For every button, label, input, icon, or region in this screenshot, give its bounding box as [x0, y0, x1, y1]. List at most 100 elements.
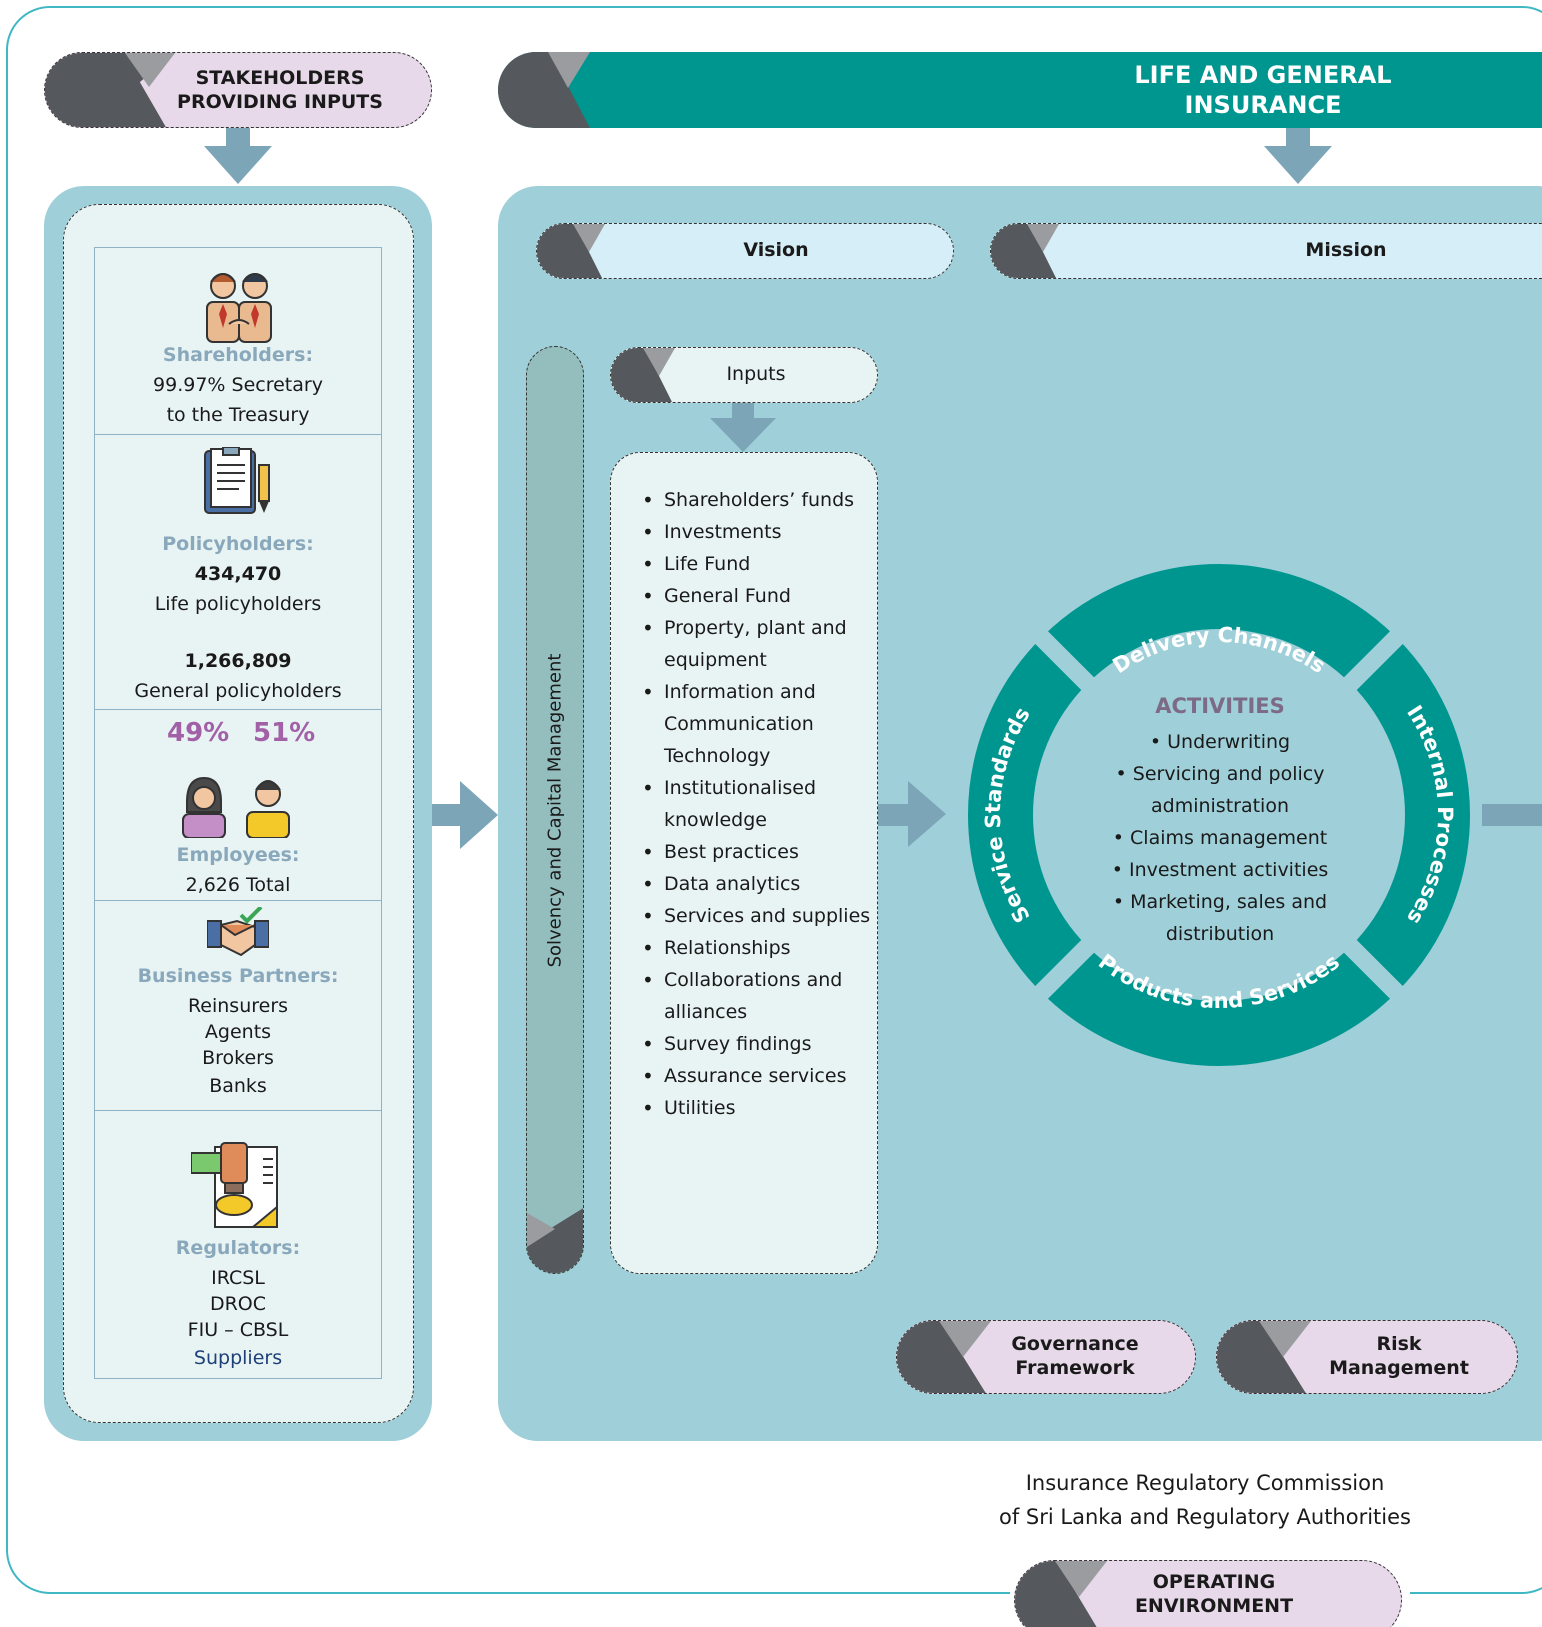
activity-item: • Claims management — [1112, 827, 1328, 849]
input-item: Best practices — [640, 836, 872, 868]
activity-item: • Investment activities — [1111, 859, 1329, 881]
female-employee-icon — [182, 776, 226, 838]
general-policyholders-count: 1,266,809 — [184, 650, 292, 672]
activities-title: ACTIVITIES — [1155, 694, 1285, 718]
policy-document-icon — [204, 447, 270, 514]
arrow-shaft — [432, 804, 462, 826]
input-item: Information and Communication Technology — [640, 676, 872, 772]
shareholders-line2: to the Treasury — [166, 404, 310, 426]
inputs-pill: Inputs — [610, 347, 878, 403]
female-percentage: 49% — [167, 718, 230, 748]
stakeholders-header-line2: PROVIDING INPUTS — [177, 91, 383, 113]
governance-line1: Governance — [1011, 1333, 1139, 1356]
input-item: Shareholders’ funds — [640, 484, 872, 516]
mission-pill: Mission — [990, 223, 1542, 279]
governance-text: Governance Framework — [975, 1321, 1175, 1393]
shareholders-title: Shareholders: — [162, 344, 314, 366]
regulator-text-line2: of Sri Lanka and Regulatory Authorities — [999, 1505, 1411, 1529]
employees-title: Employees: — [176, 844, 300, 866]
arrow-shaft — [732, 403, 754, 419]
employees-cell: 49% 51% Employees: 2,626 Total — [95, 710, 381, 901]
inputs-list: Shareholders’ funds Investments Life Fun… — [640, 484, 872, 1124]
input-item: Utilities — [640, 1092, 872, 1124]
input-item: Services and supplies — [640, 900, 872, 932]
risk-text: Risk Management — [1301, 1321, 1497, 1393]
suppliers-label: Suppliers — [193, 1347, 283, 1369]
partner-banks: Banks — [209, 1075, 267, 1097]
stakeholders-table: Shareholders: 99.97% Secretary to the Tr… — [94, 247, 382, 1379]
input-item: Survey findings — [640, 1028, 872, 1060]
operating-environment-label: OPERATING ENVIRONMENT — [1134, 1571, 1294, 1617]
vision-pill: Vision — [536, 223, 954, 279]
arrow-shaft — [1286, 128, 1310, 148]
input-item: Relationships — [640, 932, 872, 964]
tab-shape — [897, 1321, 991, 1393]
tab-shape — [45, 53, 175, 127]
regulator-text: Insurance Regulatory Commission of Sri L… — [950, 1466, 1460, 1534]
regulator-stamp-icon — [191, 1142, 278, 1228]
arrow-shaft — [1482, 804, 1542, 826]
solvency-label-wrap: Solvency and Capital Management — [526, 346, 584, 1274]
activity-item: administration — [1150, 795, 1289, 817]
shareholders-line1: 99.97% Secretary — [153, 374, 323, 396]
business-header-text: LIFE AND GENERAL INSURANCE — [1134, 61, 1392, 119]
activities-ring: Delivery Channels Products and Services … — [959, 555, 1479, 1075]
activity-item: • Underwriting — [1149, 731, 1291, 753]
input-item: Life Fund — [640, 548, 872, 580]
tab-shape — [537, 224, 605, 278]
partner-reinsurers: Reinsurers — [187, 995, 289, 1017]
solvency-bar — [526, 346, 584, 1274]
regulators-cell: Regulators: IRCSL DROC FIU – CBSL Suppli… — [95, 1111, 381, 1380]
stakeholders-header-line1: STAKEHOLDERS — [195, 67, 365, 90]
inputs-label: Inputs — [726, 363, 786, 386]
partner-brokers: Brokers — [202, 1047, 274, 1069]
regulators-title: Regulators: — [175, 1237, 301, 1259]
handshake-icon — [207, 907, 269, 957]
tab-shape — [1015, 1561, 1107, 1627]
partner-agents: Agents — [204, 1021, 272, 1043]
male-employee-icon — [246, 780, 290, 838]
tab-shape — [527, 1208, 583, 1273]
activities-list: • Underwriting • Servicing and policy ad… — [1100, 726, 1340, 950]
operating-environment-pill: OPERATING ENVIRONMENT — [1014, 1560, 1402, 1627]
input-item: General Fund — [640, 580, 872, 612]
shareholders-cell: Shareholders: 99.97% Secretary to the Tr… — [95, 248, 381, 435]
regulator-text-line1: Insurance Regulatory Commission — [1025, 1471, 1385, 1495]
activity-item: • Marketing, sales and — [1112, 891, 1328, 913]
regulator-ircsl: IRCSL — [211, 1267, 265, 1289]
vision-label: Vision — [743, 239, 809, 262]
right-arrow-icon — [460, 781, 498, 849]
business-partners-title: Business Partners: — [137, 965, 339, 987]
business-header: LIFE AND GENERAL INSURANCE — [498, 52, 1542, 128]
arrow-shaft — [226, 128, 250, 148]
down-arrow-icon — [204, 146, 272, 184]
risk-line2: Management — [1329, 1357, 1469, 1379]
mission-label: Mission — [1305, 239, 1387, 262]
policyholders-cell: Policyholders: 434,470 Life policyholder… — [95, 435, 381, 710]
input-item: Property, plant and equipment — [640, 612, 872, 676]
general-policyholders-label: General policyholders — [134, 680, 342, 702]
activities-ring-band — [968, 564, 1470, 1066]
input-item: Institutionalised knowledge — [640, 772, 872, 836]
risk-pill: Risk Management — [1216, 1320, 1518, 1394]
business-partners-cell: Business Partners: Reinsurers Agents Bro… — [95, 901, 381, 1111]
down-arrow-icon — [1264, 146, 1332, 184]
tab-shape — [1217, 1321, 1311, 1393]
tab-shape — [498, 52, 590, 128]
input-item: Data analytics — [640, 868, 872, 900]
regulator-fiu-cbsl: FIU – CBSL — [187, 1319, 289, 1341]
life-policyholders-count: 434,470 — [194, 563, 282, 585]
employees-total: 2,626 Total — [185, 874, 291, 896]
arrow-shaft — [878, 804, 910, 826]
life-policyholders-label: Life policyholders — [154, 593, 322, 615]
shareholders-icon — [206, 273, 272, 343]
right-arrow-icon — [908, 781, 946, 847]
governance-pill: Governance Framework — [896, 1320, 1196, 1394]
policyholders-title: Policyholders: — [162, 533, 314, 555]
outer-frame — [6, 6, 1542, 1594]
tab-shape — [991, 224, 1059, 278]
stakeholders-header-text: STAKEHOLDERS PROVIDING INPUTS — [155, 53, 405, 127]
stakeholders-header: STAKEHOLDERS PROVIDING INPUTS — [44, 52, 432, 128]
solvency-label: Solvency and Capital Management — [544, 653, 566, 967]
regulator-droc: DROC — [209, 1293, 267, 1315]
